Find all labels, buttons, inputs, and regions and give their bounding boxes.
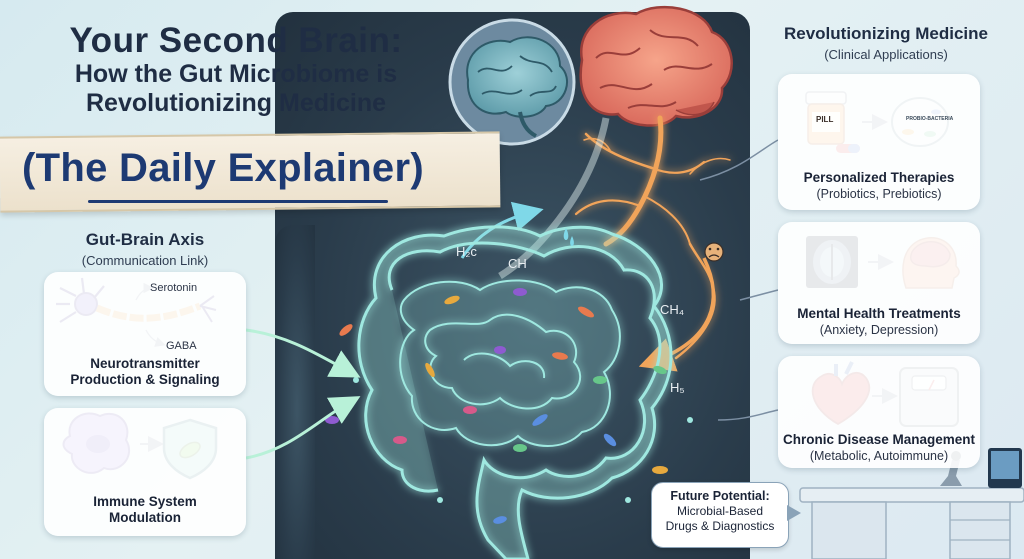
neurotransmitter-card: Neurotransmitter Production & Signaling <box>44 272 246 396</box>
gas-label-h2c: H₂c <box>456 244 477 259</box>
title-line-3: Revolutionizing Medicine <box>85 89 386 117</box>
gas-label-ch: CH <box>508 256 527 271</box>
revolutionizing-subtitle: (Clinical Applications) <box>824 47 948 62</box>
title-block: Your Second Brain: How the Gut Microbiom… <box>26 22 446 118</box>
revolutionizing-heading: Revolutionizing Medicine (Clinical Appli… <box>762 24 1010 62</box>
future-title: Future Potential: <box>670 489 770 503</box>
gut-brain-axis-title: Gut-Brain Axis <box>85 230 205 249</box>
immune-title-2: Modulation <box>109 510 181 525</box>
mental-health-note: (Anxiety, Depression) <box>819 323 939 337</box>
large-brain-icon <box>579 5 733 127</box>
revolutionizing-title: Revolutionizing Medicine <box>783 24 988 43</box>
title-line-2: How the Gut Microbiome is <box>74 60 398 88</box>
pill-label: PILL <box>816 115 834 124</box>
line-to-mental <box>739 289 779 301</box>
banner-text: (The Daily Explainer) <box>22 146 424 190</box>
chronic-disease-note: (Metabolic, Autoimmune) <box>809 449 949 463</box>
white-vagus-tube <box>498 117 610 280</box>
neurotransmitter-title-1: Neurotransmitter <box>90 356 200 371</box>
sad-face-icon <box>704 242 724 262</box>
gaba-label: GABA <box>166 340 197 352</box>
arrow-neuro-to-gut <box>245 328 361 378</box>
bubble-tail <box>787 505 801 521</box>
dish-label: PROBIO-BACTERIA <box>906 116 954 122</box>
gut-brain-axis-subtitle: (Communication Link) <box>81 253 209 268</box>
dark-center-panel-left-extension <box>275 225 315 559</box>
chronic-disease-title: Chronic Disease Management <box>782 432 976 447</box>
chronic-disease-card: Chronic Disease Management (Metabolic, A… <box>778 356 980 468</box>
brain-icon <box>448 18 576 146</box>
personalized-title: Personalized Therapies <box>803 170 955 185</box>
future-line-2: Microbial-Based <box>676 504 764 518</box>
line-to-chronic <box>717 409 779 421</box>
gas-label-h5: H₅ <box>670 380 685 395</box>
mental-health-title: Mental Health Treatments <box>797 306 961 321</box>
immune-title-1: Immune System <box>93 494 197 509</box>
intestine-icon <box>357 225 673 559</box>
serotonin-label: Serotonin <box>150 282 198 294</box>
immune-card: Immune System Modulation <box>44 408 246 536</box>
arrow-immune-to-gut <box>245 396 361 460</box>
gut-brain-axis-heading: Gut-Brain Axis (Communication Link) <box>40 230 250 268</box>
future-line-3: Drugs & Diagnostics <box>665 519 775 533</box>
neurotransmitter-title-2: Production & Signaling <box>70 372 220 387</box>
title-line-1: Your Second Brain: <box>69 21 403 60</box>
droplet-icon <box>570 236 574 246</box>
line-to-personalized <box>699 139 779 181</box>
droplet-icon <box>563 228 569 240</box>
mental-health-card: Mental Health Treatments (Anxiety, Depre… <box>778 222 980 344</box>
personalized-card: Personalized Therapies (Probiotics, Preb… <box>778 74 980 210</box>
banner-underline <box>88 200 388 203</box>
personalized-note: (Probiotics, Prebiotics) <box>816 187 942 201</box>
future-potential-bubble: Future Potential: Microbial-Based Drugs … <box>651 482 789 548</box>
gas-label-ch4: CH₄ <box>660 302 685 317</box>
lab-desk-illustration <box>799 448 1024 559</box>
